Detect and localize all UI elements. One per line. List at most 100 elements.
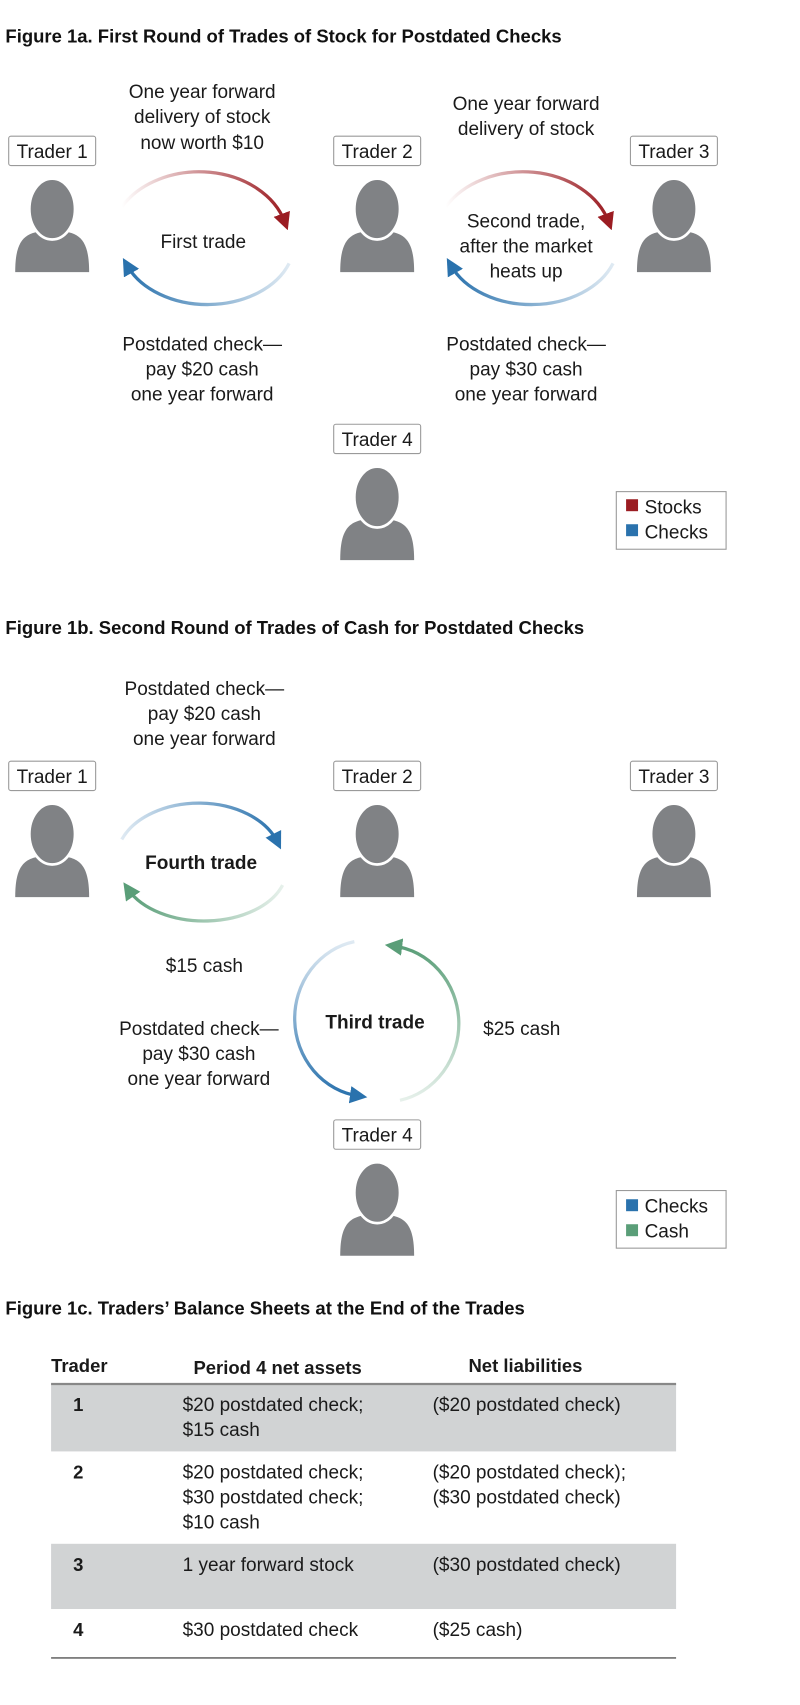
trader-label: Trader 3 [638,767,709,788]
table-row: 1 $20 postdated check; $15 cash ($20 postda… [73,1394,621,1441]
trader-label-box [333,135,422,167]
figure-1b-title: Figure 1b. Second Round of Trades of Cas… [5,617,584,638]
cell-assets: $15 cash [183,1420,260,1441]
trader-label-box [629,135,718,167]
stock-arrow-trade1 [120,170,290,231]
cell-assets: $20 postdated check; [183,1463,364,1484]
balance-sheet-table: Trader Period 4 net assets Net liabiliti… [51,1355,677,1659]
cell-liabilities: ($20 postdated check) [433,1395,621,1416]
header-assets: Period 4 net assets [193,1357,361,1378]
trader-label: Trader 2 [342,767,413,788]
cell-liabilities: ($20 postdated check); [433,1463,626,1484]
trader: Trader 1 [8,135,97,273]
cell-assets: $20 postdated check; [183,1395,364,1416]
trader: Trader 3 [629,135,718,273]
trade2-check-label: one year forward [455,384,598,405]
trade2-stock-label: One year forward [453,94,600,115]
check-arrow-trade1 [122,257,291,307]
trader-label: Trader 2 [342,142,413,163]
trader-label: Trader 1 [17,767,88,788]
trader-label: Trader 1 [17,142,88,163]
cell-trader: 1 [73,1394,83,1415]
trader-label: Trader 4 [342,430,414,451]
legend-1a: Stocks Checks [615,491,727,550]
legend-swatch-checks [626,1199,639,1212]
table-row: 3 1 year forward stock ($30 postdated chec… [73,1554,621,1576]
cell-assets: $10 cash [183,1513,260,1534]
row-shade [51,1384,677,1452]
trader: Trader 3 [629,760,718,898]
trade3-cash-label: $25 cash [483,1019,560,1040]
trade1-stock-label: delivery of stock [134,107,271,128]
cell-assets: $30 postdated check [183,1620,359,1641]
trader-label-box [8,135,97,167]
trader: Trader 4 [333,423,422,561]
person-icon [636,177,711,273]
cell-trader: 3 [73,1554,83,1575]
trade1-stock-label: One year forward [129,82,276,103]
legend-cash: Cash [645,1221,689,1242]
figure-1a-title: Figure 1a. First Round of Trades of Stoc… [5,26,561,47]
cash-arrow-trade4 [123,882,285,923]
traders-1b: Trader 1 Trader 2 Trader 3 Trader 4 [8,760,718,1256]
stock-arrow-trade2 [444,170,614,231]
trader-label: Trader 4 [342,1126,414,1147]
trade4-check-label: one year forward [133,729,276,750]
traders-1a: Trader 1 Trader 2 Trader 3 Trader 4 [8,135,718,561]
trader: Trader 2 [333,135,422,273]
trade2-check-label: pay $30 cash [470,359,583,380]
cell-liabilities: ($30 postdated check) [433,1488,621,1509]
person-icon [340,177,415,273]
cell-assets: $30 postdated check; [183,1488,364,1509]
trade1-check-label: Postdated check— [122,334,283,355]
cell-liabilities: ($30 postdated check) [433,1555,621,1576]
cell-liabilities: ($25 cash) [433,1620,523,1641]
trade2-check-label: Postdated check— [446,334,607,355]
trade4-check-label: pay $20 cash [148,704,261,725]
check-arrow-trade4 [120,801,282,850]
check-arrow-trade3 [293,940,368,1104]
check-arrow-trade2 [446,257,615,307]
person-icon [15,802,90,898]
trade3-check-label: pay $30 cash [142,1044,255,1065]
trade2-label: heats up [490,262,563,283]
trade2-label: Second trade, [467,212,585,233]
trader-label-box [629,760,718,792]
trade1-check-label: pay $20 cash [146,359,259,380]
trade1-stock-label: now worth $10 [140,133,264,154]
trader-label-box [333,1119,422,1150]
trader: Trader 2 [333,760,422,898]
person-icon [15,177,90,273]
trade3-check-label: Postdated check— [119,1019,280,1040]
legend-stocks: Stocks [645,497,702,518]
cell-assets: 1 year forward stock [183,1555,355,1576]
legend-swatch-cash [626,1224,639,1237]
trader-label-box [8,760,97,792]
trade3-label: Third trade [325,1013,424,1034]
trader-label-box [333,423,422,455]
trade1-check-label: one year forward [131,384,274,405]
person-icon [340,802,415,898]
person-icon [340,1160,415,1256]
trader-label: Trader 3 [638,142,709,163]
trader: Trader 1 [8,760,97,898]
person-icon [340,465,415,561]
table-row: 4 $30 postdated check ($25 cash) [73,1619,522,1641]
table-row: 2$20 postdated check;$30 postdated check… [73,1462,626,1534]
trade3-check-label: one year forward [128,1069,271,1090]
trader-label-box [333,760,422,792]
person-icon [636,802,711,898]
legend-swatch-stocks [626,499,639,512]
trade4-label: Fourth trade [145,853,257,874]
header-trader: Trader [51,1355,107,1376]
cell-trader: 4 [73,1619,84,1640]
cash-arrow-trade3 [384,938,461,1102]
legend-swatch-checks [626,524,639,537]
trade1-label: First trade [160,232,246,253]
trader: Trader 4 [333,1119,422,1256]
trade4-cash-label: $15 cash [166,956,243,977]
trade2-label: after the market [460,237,594,258]
legend-1b: Checks Cash [615,1190,727,1249]
legend-checks: Checks [645,522,708,543]
